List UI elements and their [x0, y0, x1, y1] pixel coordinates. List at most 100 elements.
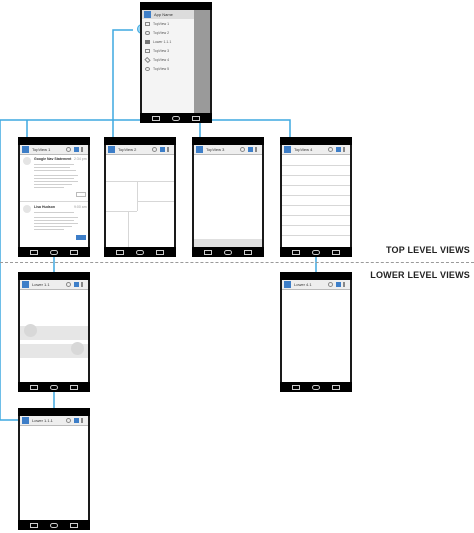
drawer-item-label: TopView 5 — [153, 67, 170, 71]
nav-bar — [18, 247, 90, 257]
grid-line — [128, 211, 129, 247]
back-icon[interactable] — [204, 250, 212, 255]
home-icon[interactable] — [172, 116, 180, 121]
row-avatar — [71, 342, 84, 355]
overflow-menu-icon[interactable] — [343, 282, 345, 287]
list-divider — [282, 235, 350, 236]
overflow-menu-icon[interactable] — [255, 147, 257, 152]
status-bar — [18, 272, 90, 280]
action-bar: Lower 4.1 — [282, 280, 350, 290]
drawer-item-lower111[interactable]: Lower 1.1.1 — [142, 38, 194, 47]
status-bar — [18, 137, 90, 145]
topview4-screen: TopView 4 — [282, 145, 350, 247]
action-icon[interactable] — [74, 418, 79, 423]
back-icon[interactable] — [30, 523, 38, 528]
action-bar: TopView 2 — [106, 145, 174, 155]
drawer-item-topview1[interactable]: TopView 1 — [142, 20, 194, 29]
lower111-screen: Lower 1.1.1 — [20, 416, 88, 520]
text-line — [34, 212, 74, 213]
action-icon[interactable] — [74, 147, 79, 152]
back-icon[interactable] — [292, 250, 300, 255]
action-icon[interactable] — [336, 282, 341, 287]
action-icon[interactable] — [160, 147, 165, 152]
home-icon[interactable] — [136, 250, 144, 255]
recents-icon[interactable] — [156, 250, 164, 255]
recents-icon[interactable] — [332, 250, 340, 255]
nav-bar — [280, 382, 352, 392]
nav-bar — [192, 247, 264, 257]
overflow-menu-icon[interactable] — [81, 418, 83, 423]
text-line — [34, 175, 78, 176]
search-icon[interactable] — [240, 147, 245, 152]
recents-icon[interactable] — [70, 523, 78, 528]
home-icon[interactable] — [312, 385, 320, 390]
search-icon[interactable] — [328, 147, 333, 152]
divider — [20, 201, 88, 202]
drawer-item-label: TopView 2 — [153, 31, 170, 35]
action-icon[interactable] — [74, 282, 79, 287]
back-icon[interactable] — [30, 385, 38, 390]
search-icon[interactable] — [66, 282, 71, 287]
back-icon[interactable] — [116, 250, 124, 255]
home-icon[interactable] — [224, 250, 232, 255]
menu-item-icon — [145, 49, 150, 53]
card-button[interactable] — [76, 192, 86, 197]
up-navigation-icon[interactable] — [22, 417, 29, 424]
text-line — [34, 184, 72, 185]
top-level-label: TOP LEVEL VIEWS — [385, 245, 470, 255]
action-icon[interactable] — [248, 147, 253, 152]
topview1-screen: TopView 1 Google Nav Statement 2:34 pm L… — [20, 145, 88, 247]
lower41-phone: Lower 4.1 — [280, 272, 352, 392]
screen-title: TopView 3 — [206, 147, 225, 152]
recents-icon[interactable] — [70, 385, 78, 390]
home-icon[interactable] — [50, 385, 58, 390]
up-navigation-icon[interactable] — [284, 281, 291, 288]
recents-icon[interactable] — [192, 116, 200, 121]
action-icon[interactable] — [336, 147, 341, 152]
back-icon[interactable] — [30, 250, 38, 255]
app-logo-icon[interactable] — [108, 146, 115, 153]
app-logo-icon — [144, 11, 151, 18]
search-icon[interactable] — [66, 418, 71, 423]
card-button-primary[interactable] — [76, 235, 86, 240]
action-bar: TopView 4 — [282, 145, 350, 155]
drawer-item-topview2[interactable]: TopView 2 — [142, 29, 194, 38]
up-navigation-icon[interactable] — [22, 281, 29, 288]
status-bar — [192, 137, 264, 145]
home-icon[interactable] — [50, 250, 58, 255]
recents-icon[interactable] — [332, 385, 340, 390]
back-icon[interactable] — [292, 385, 300, 390]
overflow-menu-icon[interactable] — [343, 147, 345, 152]
drawer-item-topview5[interactable]: TopView 5 — [142, 65, 194, 74]
screen-title: TopView 1 — [32, 147, 51, 152]
home-icon[interactable] — [50, 523, 58, 528]
app-logo-icon[interactable] — [284, 146, 291, 153]
level-divider — [0, 262, 474, 263]
app-logo-icon[interactable] — [22, 146, 29, 153]
card-time: 9:00 am — [74, 205, 87, 209]
app-logo-icon[interactable] — [196, 146, 203, 153]
home-icon[interactable] — [312, 250, 320, 255]
text-line — [34, 170, 76, 171]
search-icon[interactable] — [66, 147, 71, 152]
lower11-screen: Lower 1.1 — [20, 280, 88, 382]
overflow-menu-icon[interactable] — [81, 282, 83, 287]
status-bar — [18, 408, 90, 416]
recents-icon[interactable] — [70, 250, 78, 255]
text-line — [34, 167, 70, 168]
screen-title: TopView 4 — [294, 147, 313, 152]
topview3-phone: TopView 3 — [192, 137, 264, 257]
back-icon[interactable] — [152, 116, 160, 121]
search-icon[interactable] — [328, 282, 333, 287]
overflow-menu-icon[interactable] — [81, 147, 83, 152]
drawer-header[interactable]: App Name — [142, 10, 194, 19]
lower41-screen: Lower 4.1 — [282, 280, 350, 382]
search-icon[interactable] — [152, 147, 157, 152]
drawer-item-topview4[interactable]: TopView 4 — [142, 56, 194, 65]
status-bar — [140, 2, 212, 10]
drawer-item-topview3[interactable]: TopView 3 — [142, 47, 194, 56]
action-bar: TopView 1 — [20, 145, 88, 155]
recents-icon[interactable] — [244, 250, 252, 255]
screen-title: Lower 1.1.1 — [32, 418, 53, 423]
overflow-menu-icon[interactable] — [167, 147, 169, 152]
